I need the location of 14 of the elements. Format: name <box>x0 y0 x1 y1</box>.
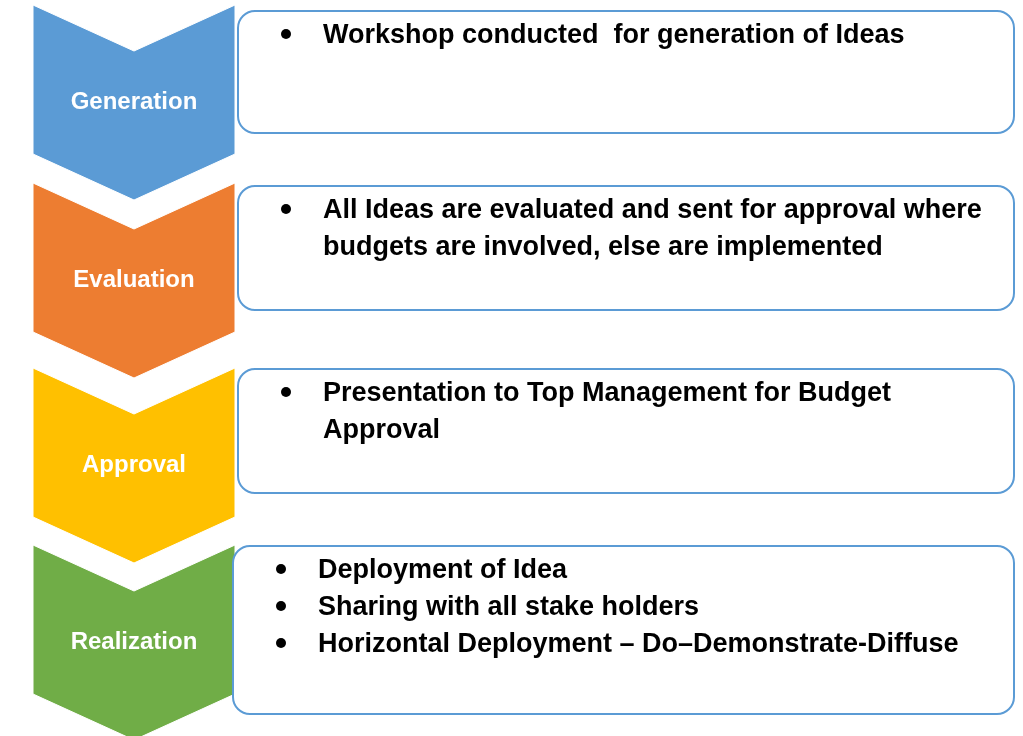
step-label: Realization <box>69 627 199 655</box>
bullet-point-text: All Ideas are evaluated and sent for approval where budgets are involved, else are implemented <box>323 193 983 263</box>
bullet-point-text: Presentation to Top Management for Budget Approval <box>323 376 892 446</box>
description-box <box>237 10 1015 134</box>
step-label: Approval <box>81 450 187 478</box>
description-box <box>237 185 1015 311</box>
bullet-point-text: Workshop conducted for generation of Ideas <box>323 18 906 51</box>
bullet-point-text: Sharing with all stake holders <box>318 590 701 623</box>
description-box <box>232 545 1015 715</box>
description-box <box>237 368 1015 494</box>
step-label: Generation <box>69 87 199 115</box>
bullet-point-text: Horizontal Deployment – Do–Demonstrate-Diffuse <box>318 627 960 660</box>
step-label: Evaluation <box>72 265 196 293</box>
bullet-point-text: Deployment of Idea <box>318 553 569 586</box>
